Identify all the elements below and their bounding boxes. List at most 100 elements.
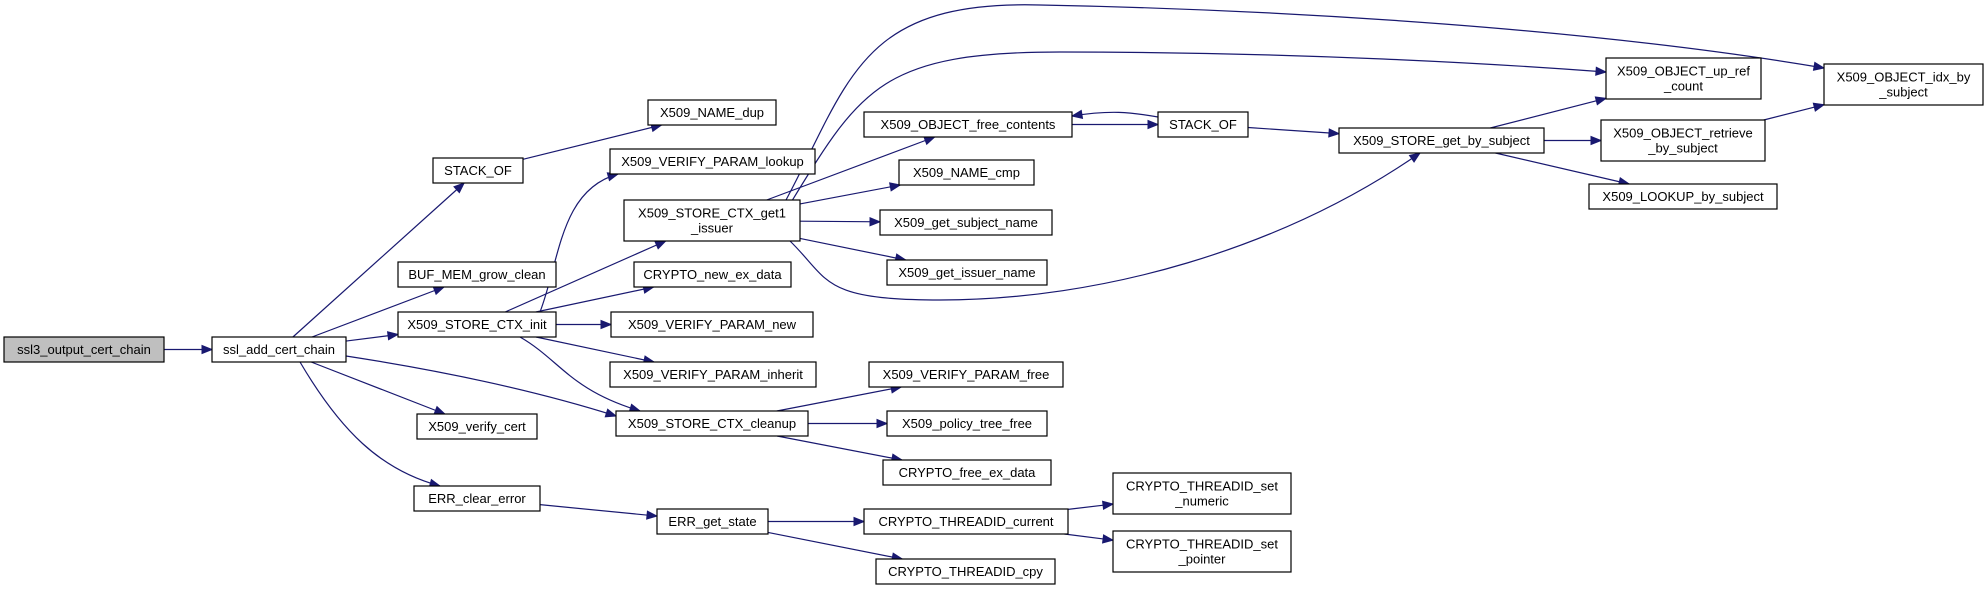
node-box <box>879 209 1053 236</box>
edge-line <box>766 136 935 201</box>
node-box <box>615 410 809 437</box>
arrowhead <box>201 344 214 355</box>
node-label: X509_STORE_CTX_init <box>407 317 547 332</box>
node-label: X509_policy_tree_free <box>902 416 1032 431</box>
node-policyfree[interactable]: X509_policy_tree_free <box>886 410 1048 437</box>
edge-line <box>1495 152 1630 185</box>
arrowhead <box>1594 96 1608 106</box>
node-box <box>1588 183 1778 210</box>
node-getbysubj[interactable]: X509_STORE_get_by_subject <box>1338 127 1545 154</box>
edge-line <box>292 182 465 338</box>
arrowhead <box>1102 500 1115 511</box>
edge-ctxcleanup-to-policyfree <box>808 418 889 429</box>
node-box <box>868 361 1064 388</box>
node-label: _subject <box>1878 85 1928 100</box>
node-label: CRYPTO_THREADID_set <box>1126 479 1278 494</box>
node-ssl3[interactable]: ssl3_output_cert_chain <box>3 336 165 363</box>
node-objfree[interactable]: X509_OBJECT_free_contents <box>863 111 1073 138</box>
arrowhead <box>853 516 866 527</box>
node-box <box>609 361 817 388</box>
node-namedup[interactable]: X509_NAME_dup <box>647 99 777 126</box>
node-thnumeric[interactable]: CRYPTO_THREADID_set_numeric <box>1112 472 1292 515</box>
node-stackof2[interactable]: STACK_OF <box>1157 111 1249 138</box>
arrowhead <box>654 240 667 250</box>
arrowhead <box>1101 534 1115 544</box>
node-label: CRYPTO_THREADID_set <box>1126 537 1278 552</box>
node-label: X509_NAME_dup <box>660 105 764 120</box>
node-ctxcleanup[interactable]: X509_STORE_CTX_cleanup <box>615 410 809 437</box>
node-get1issuer[interactable]: X509_STORE_CTX_get1_issuer <box>623 199 801 242</box>
edge-ctxcleanup-to-freeexdata <box>776 435 904 463</box>
node-vplookup[interactable]: X509_VERIFY_PARAM_lookup <box>609 148 816 175</box>
node-errclear[interactable]: ERR_clear_error <box>413 485 541 512</box>
edge-line <box>776 386 902 412</box>
node-label: ERR_clear_error <box>428 491 526 506</box>
node-addchain[interactable]: ssl_add_cert_chain <box>211 336 347 363</box>
edge-getbysubj-to-upref <box>1490 96 1608 129</box>
edge-stackof2-to-objfree <box>1070 109 1159 120</box>
edge-line <box>535 336 655 363</box>
node-box <box>886 259 1048 286</box>
edge-line <box>799 220 881 223</box>
node-newexdata[interactable]: CRYPTO_new_ex_data <box>633 261 792 288</box>
arrowhead <box>432 286 446 296</box>
node-label: _pointer <box>1178 552 1227 567</box>
node-box <box>1338 127 1545 154</box>
edge-get1issuer-to-upref <box>789 51 1608 205</box>
node-thcurrent[interactable]: CRYPTO_THREADID_current <box>863 508 1069 535</box>
node-stackof1[interactable]: STACK_OF <box>432 157 524 184</box>
edge-line <box>311 286 445 338</box>
node-label: X509_STORE_CTX_get1 <box>638 206 786 221</box>
node-label: CRYPTO_free_ex_data <box>899 465 1037 480</box>
node-label: ERR_get_state <box>668 514 756 529</box>
arrowhead <box>889 182 902 192</box>
node-errstate[interactable]: ERR_get_state <box>656 508 769 535</box>
arrowhead <box>1147 119 1160 130</box>
edge-ctxinit-to-vpnew <box>556 319 613 330</box>
node-thcpy[interactable]: CRYPTO_THREADID_cpy <box>875 558 1056 585</box>
node-upref[interactable]: X509_OBJECT_up_ref_count <box>1605 57 1762 100</box>
arrowhead <box>453 182 466 194</box>
edge-errstate-to-thcurrent <box>768 516 866 527</box>
arrowhead <box>923 136 936 146</box>
arrowhead <box>386 331 400 341</box>
node-lookupsubj[interactable]: X509_LOOKUP_by_subject <box>1588 183 1778 210</box>
node-label: X509_OBJECT_up_ref <box>1617 64 1750 79</box>
arrowhead <box>869 217 882 227</box>
edge-line <box>799 184 901 205</box>
node-label: CRYPTO_THREADID_current <box>878 514 1053 529</box>
node-box <box>3 336 165 363</box>
node-verify[interactable]: X509_verify_cert <box>416 413 538 440</box>
edge-errclear-to-errstate <box>539 504 659 520</box>
node-label: X509_VERIFY_PARAM_inherit <box>623 367 803 382</box>
node-freeexdata[interactable]: CRYPTO_free_ex_data <box>882 459 1052 486</box>
edge-line <box>767 531 903 560</box>
node-label: BUF_MEM_grow_clean <box>408 267 545 282</box>
node-label: X509_get_subject_name <box>894 215 1038 230</box>
node-box <box>623 199 801 242</box>
node-label: _count <box>1663 79 1703 94</box>
arrowhead <box>1812 102 1826 112</box>
node-box <box>863 508 1069 535</box>
node-thpointer[interactable]: CRYPTO_THREADID_set_pointer <box>1112 530 1292 573</box>
node-label: X509_STORE_get_by_subject <box>1353 133 1530 148</box>
node-issuername[interactable]: X509_get_issuer_name <box>886 259 1048 286</box>
edge-objfree-to-stackof2 <box>1072 119 1160 130</box>
node-box <box>656 508 769 535</box>
node-retrieve[interactable]: X509_OBJECT_retrieve_by_subject <box>1600 119 1766 162</box>
node-ctxinit[interactable]: X509_STORE_CTX_init <box>397 311 557 338</box>
node-namecmp[interactable]: X509_NAME_cmp <box>898 159 1035 186</box>
node-vpinherit[interactable]: X509_VERIFY_PARAM_inherit <box>609 361 817 388</box>
edge-line <box>345 355 617 417</box>
node-label: ssl3_output_cert_chain <box>17 342 151 357</box>
node-box <box>882 459 1052 486</box>
edge-ctxcleanup-to-vpfree <box>776 384 903 412</box>
node-bufmem[interactable]: BUF_MEM_grow_clean <box>397 261 557 288</box>
edge-addchain-to-ctxinit <box>345 331 400 342</box>
node-subjname[interactable]: X509_get_subject_name <box>879 209 1053 236</box>
edge-line <box>505 240 666 313</box>
node-vpnew[interactable]: X509_VERIFY_PARAM_new <box>610 311 814 338</box>
node-vpfree[interactable]: X509_VERIFY_PARAM_free <box>868 361 1064 388</box>
node-idxbysubj[interactable]: X509_OBJECT_idx_by_subject <box>1823 63 1984 106</box>
arrowhead <box>1812 61 1826 71</box>
